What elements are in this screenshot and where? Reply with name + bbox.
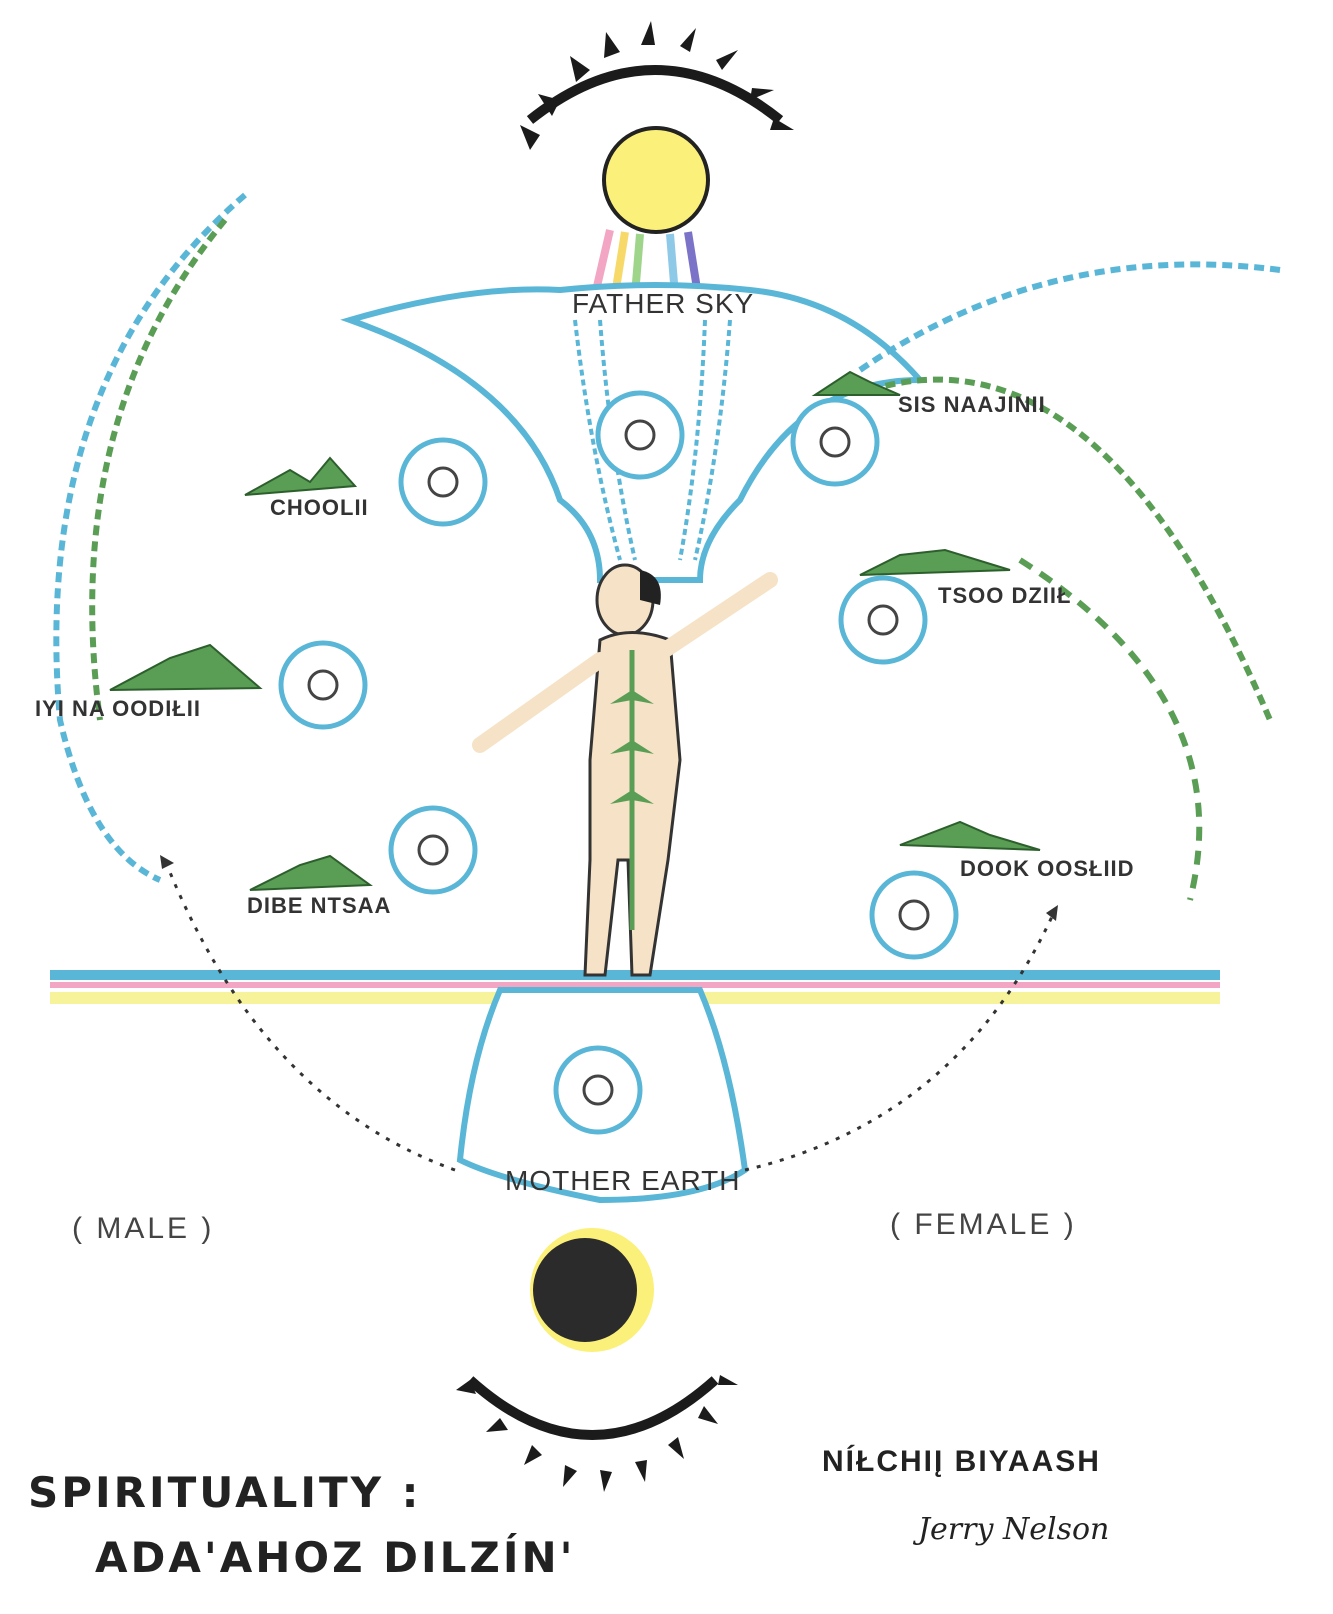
label-tsoodzil: TSOO DZIIŁ bbox=[938, 583, 1071, 609]
human-figure bbox=[480, 565, 770, 975]
label-mother-earth: MOTHER EARTH bbox=[505, 1165, 741, 1197]
artist-signature: Jerry Nelson bbox=[918, 1512, 1109, 1547]
label-dook-oosliid: DOOK OOSŁIID bbox=[960, 856, 1135, 882]
moon-icon bbox=[533, 1238, 637, 1342]
label-sis-naajinii: SIS NAAJINII bbox=[898, 392, 1046, 418]
title-line-2: ADA'AHOZ DILZÍN' bbox=[95, 1533, 576, 1582]
label-choolii: CHOOLII bbox=[270, 495, 369, 521]
bottom-feathers bbox=[456, 1375, 738, 1492]
title-line-1: SPIRITUALITY : bbox=[28, 1468, 421, 1517]
label-male: ( MALE ) bbox=[72, 1212, 214, 1246]
label-iyi-na-oodilii: IYI NA OODIŁII bbox=[35, 696, 201, 722]
credit-title: NÍŁCHIĮ BIYAASH bbox=[822, 1445, 1101, 1479]
label-dibe-ntsaa: DIBE NTSAA bbox=[247, 893, 391, 919]
label-father-sky: FATHER SKY bbox=[572, 288, 754, 320]
label-female: ( FEMALE ) bbox=[890, 1208, 1077, 1242]
arrowhead-left-icon bbox=[160, 855, 174, 869]
sun-icon bbox=[604, 128, 708, 232]
